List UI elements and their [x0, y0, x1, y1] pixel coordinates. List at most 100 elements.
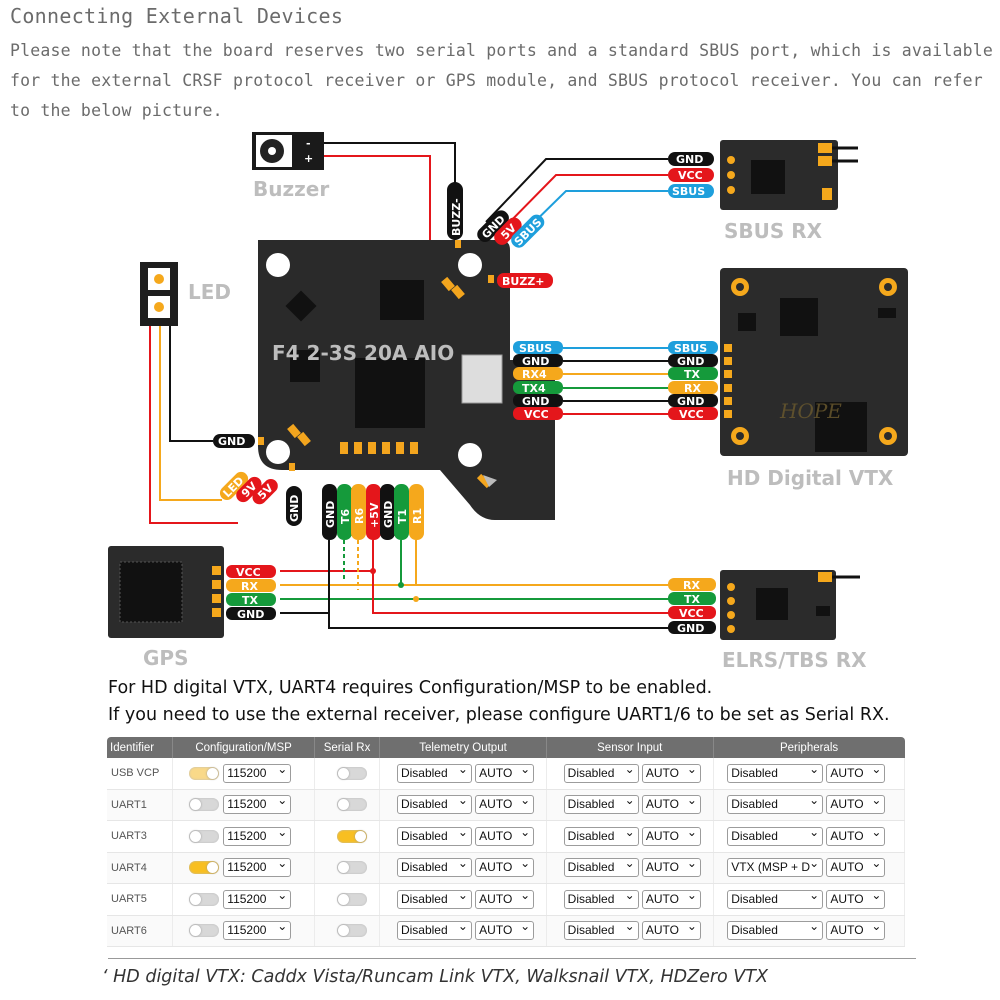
serial-rx-toggle[interactable] — [336, 766, 367, 780]
telemetry-cell: Disabled AUTO — [379, 883, 547, 916]
peripherals-select[interactable]: Disabled — [727, 761, 824, 783]
baud-select[interactable]: 115200 — [223, 792, 292, 815]
serial-rx-toggle[interactable] — [336, 798, 367, 812]
sensor-cell: Disabled AUTO — [546, 852, 714, 884]
sensor-baud-select[interactable]: AUTO — [641, 918, 701, 941]
telemetry-select[interactable]: Disabled — [396, 887, 472, 909]
sensor-cell: Disabled AUTO — [546, 883, 714, 916]
telemetry-select[interactable]: Disabled — [396, 918, 472, 941]
peripherals-baud-select[interactable]: AUTO — [826, 855, 886, 878]
wire-gps-gnd — [280, 540, 330, 614]
msp-toggle[interactable] — [189, 892, 220, 906]
msp-toggle[interactable] — [189, 861, 220, 875]
wire-led-gnd — [169, 325, 213, 442]
svg-text:VCC: VCC — [679, 607, 704, 620]
sensor-baud-select[interactable]: AUTO — [641, 887, 701, 909]
telemetry-baud-select[interactable]: AUTO — [475, 761, 535, 783]
peripherals-baud-select[interactable]: AUTO — [826, 918, 886, 941]
telemetry-baud-select[interactable]: AUTO — [475, 792, 535, 815]
toggle-knob — [190, 893, 202, 905]
sbus-rx-label: SBUS RX — [724, 219, 823, 243]
tag-buzz-minus: BUZZ- — [447, 182, 463, 240]
telemetry-select[interactable]: Disabled — [396, 792, 472, 815]
sensor-select[interactable]: Disabled — [563, 887, 639, 909]
serial-rx-toggle[interactable] — [336, 892, 367, 906]
port-identifier: UART3 — [107, 820, 174, 853]
board-name: F4 2-3S 20A AIO — [272, 341, 454, 365]
msp-cell: 115200 — [172, 758, 315, 790]
svg-text:RX: RX — [683, 579, 700, 592]
peripherals-select[interactable]: Disabled — [727, 792, 824, 815]
baud-select[interactable]: 115200 — [223, 887, 292, 909]
sensor-select[interactable]: Disabled — [563, 855, 639, 878]
sensor-cell: Disabled AUTO — [546, 915, 714, 947]
serial-rx-toggle[interactable] — [336, 829, 367, 843]
telemetry-baud-select[interactable]: AUTO — [475, 855, 535, 878]
telemetry-baud-select[interactable]: AUTO — [475, 887, 535, 909]
peripherals-cell: Disabled AUTO — [713, 883, 906, 916]
peripherals-select[interactable]: Disabled — [727, 824, 824, 846]
telemetry-select[interactable]: Disabled — [396, 855, 472, 878]
tag-elrs-tx: TX — [668, 592, 716, 606]
serial-rx-toggle[interactable] — [336, 861, 367, 875]
serial-rx-cell — [314, 820, 381, 853]
telemetry-cell: Disabled AUTO — [379, 820, 547, 853]
baud-select[interactable]: 115200 — [223, 824, 292, 846]
sensor-baud-select[interactable]: AUTO — [641, 792, 701, 815]
footer-note: ‘ HD digital VTX: Caddx Vista/Runcam Lin… — [102, 967, 768, 987]
sensor-select[interactable]: Disabled — [563, 824, 639, 846]
wire-led-data — [159, 325, 222, 501]
svg-text:TX: TX — [242, 594, 259, 607]
wire-elrs-vcc — [372, 571, 669, 614]
telemetry-cell: Disabled AUTO — [379, 789, 547, 821]
svg-text:SBUS: SBUS — [674, 342, 707, 355]
header-msp: Configuration/MSP — [172, 737, 315, 758]
telemetry-baud-select[interactable]: AUTO — [475, 918, 535, 941]
telemetry-baud-select[interactable]: AUTO — [475, 824, 535, 846]
msp-cell: 115200 — [172, 883, 315, 916]
msp-toggle[interactable] — [189, 829, 220, 843]
serial-rx-cell — [314, 883, 381, 916]
peripherals-baud-select[interactable]: AUTO — [826, 761, 886, 783]
wire-sbus-gnd — [485, 158, 668, 223]
telemetry-select[interactable]: Disabled — [396, 761, 472, 783]
msp-toggle[interactable] — [189, 924, 220, 938]
tag-vtx-fc-sbus: SBUS — [513, 341, 563, 355]
peripherals-baud-select[interactable]: AUTO — [826, 792, 886, 815]
buzzer: - + Buzzer — [252, 132, 329, 201]
port-identifier: UART4 — [107, 852, 174, 884]
tag-bottom-gnd1: GND — [322, 484, 337, 540]
peripherals-baud-select[interactable]: AUTO — [826, 824, 886, 846]
peripherals-select[interactable]: Disabled — [727, 918, 824, 941]
sensor-select[interactable]: Disabled — [563, 918, 639, 941]
baud-select[interactable]: 115200 — [223, 855, 292, 878]
peripherals-baud-select[interactable]: AUTO — [826, 887, 886, 909]
telemetry-cell: Disabled AUTO — [379, 852, 547, 884]
sensor-baud-select[interactable]: AUTO — [641, 761, 701, 783]
section-heading: Connecting External Devices — [10, 4, 344, 28]
peripherals-select[interactable]: Disabled — [727, 887, 824, 909]
wire-sbus-5v — [499, 174, 668, 233]
telemetry-select[interactable]: Disabled — [396, 824, 472, 846]
tag-bottom-r1: R1 — [409, 484, 424, 540]
footer-divider — [108, 958, 916, 959]
msp-toggle[interactable] — [189, 766, 220, 780]
baud-select[interactable]: 115200 — [223, 918, 292, 941]
sensor-baud-select[interactable]: AUTO — [641, 824, 701, 846]
sensor-select[interactable]: Disabled — [563, 761, 639, 783]
svg-text:GND: GND — [677, 622, 704, 635]
tag-vtx-fc-vcc: VCC — [513, 407, 563, 421]
toggle-knob — [190, 925, 202, 937]
svg-text:BUZZ-: BUZZ- — [450, 198, 463, 236]
baud-select[interactable]: 115200 — [223, 761, 292, 783]
peripherals-select[interactable]: VTX (MSP + D — [727, 855, 824, 878]
msp-toggle[interactable] — [189, 798, 220, 812]
brand-watermark: HOPE — [779, 399, 842, 423]
sensor-select[interactable]: Disabled — [563, 792, 639, 815]
tag-bottom-gnd2: GND — [380, 484, 395, 540]
sensor-baud-select[interactable]: AUTO — [641, 855, 701, 878]
svg-text:R1: R1 — [411, 508, 424, 524]
note-serial-rx: If you need to use the external receiver… — [108, 705, 890, 725]
serial-rx-toggle[interactable] — [336, 924, 367, 938]
